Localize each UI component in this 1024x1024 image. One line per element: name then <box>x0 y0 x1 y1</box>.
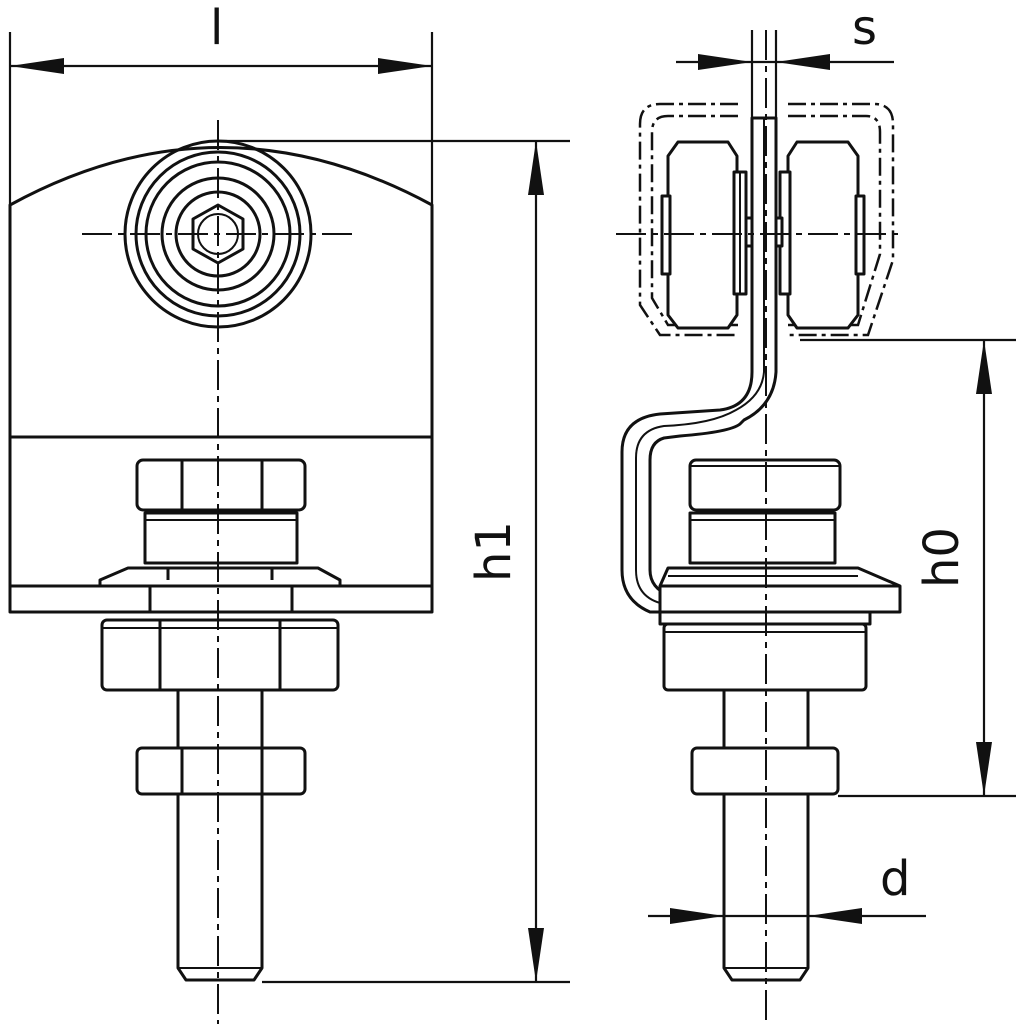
front-lower-hex-nut <box>100 618 340 692</box>
dimension-l-label: l <box>210 0 223 56</box>
dimension-s: s <box>676 0 894 118</box>
front-body-outline <box>8 146 434 614</box>
rail-phantom-inner <box>650 114 738 327</box>
front-jam-nut <box>135 746 307 796</box>
front-washer-plate <box>98 566 342 588</box>
side-view <box>616 30 902 1024</box>
front-bolt-shank <box>176 690 264 982</box>
dimension-d-label: d <box>880 851 910 907</box>
front-upper-hex-nut <box>135 458 307 512</box>
rail-phantom-outer <box>638 102 738 337</box>
dimension-h0: h0 <box>800 338 1016 798</box>
dimension-l: l <box>8 0 434 205</box>
dimension-h1-label: h1 <box>466 521 522 582</box>
side-washer-plate <box>658 566 902 614</box>
front-collar <box>143 511 299 565</box>
dimension-h0-label: h0 <box>914 527 970 588</box>
dimension-d: d <box>648 851 926 924</box>
bracket-plate <box>620 116 778 614</box>
dimension-h1: h1 <box>218 139 570 984</box>
front-view <box>8 120 434 1024</box>
side-collar <box>688 511 837 565</box>
hex-socket <box>191 203 245 265</box>
dimension-s-label: s <box>852 0 877 56</box>
